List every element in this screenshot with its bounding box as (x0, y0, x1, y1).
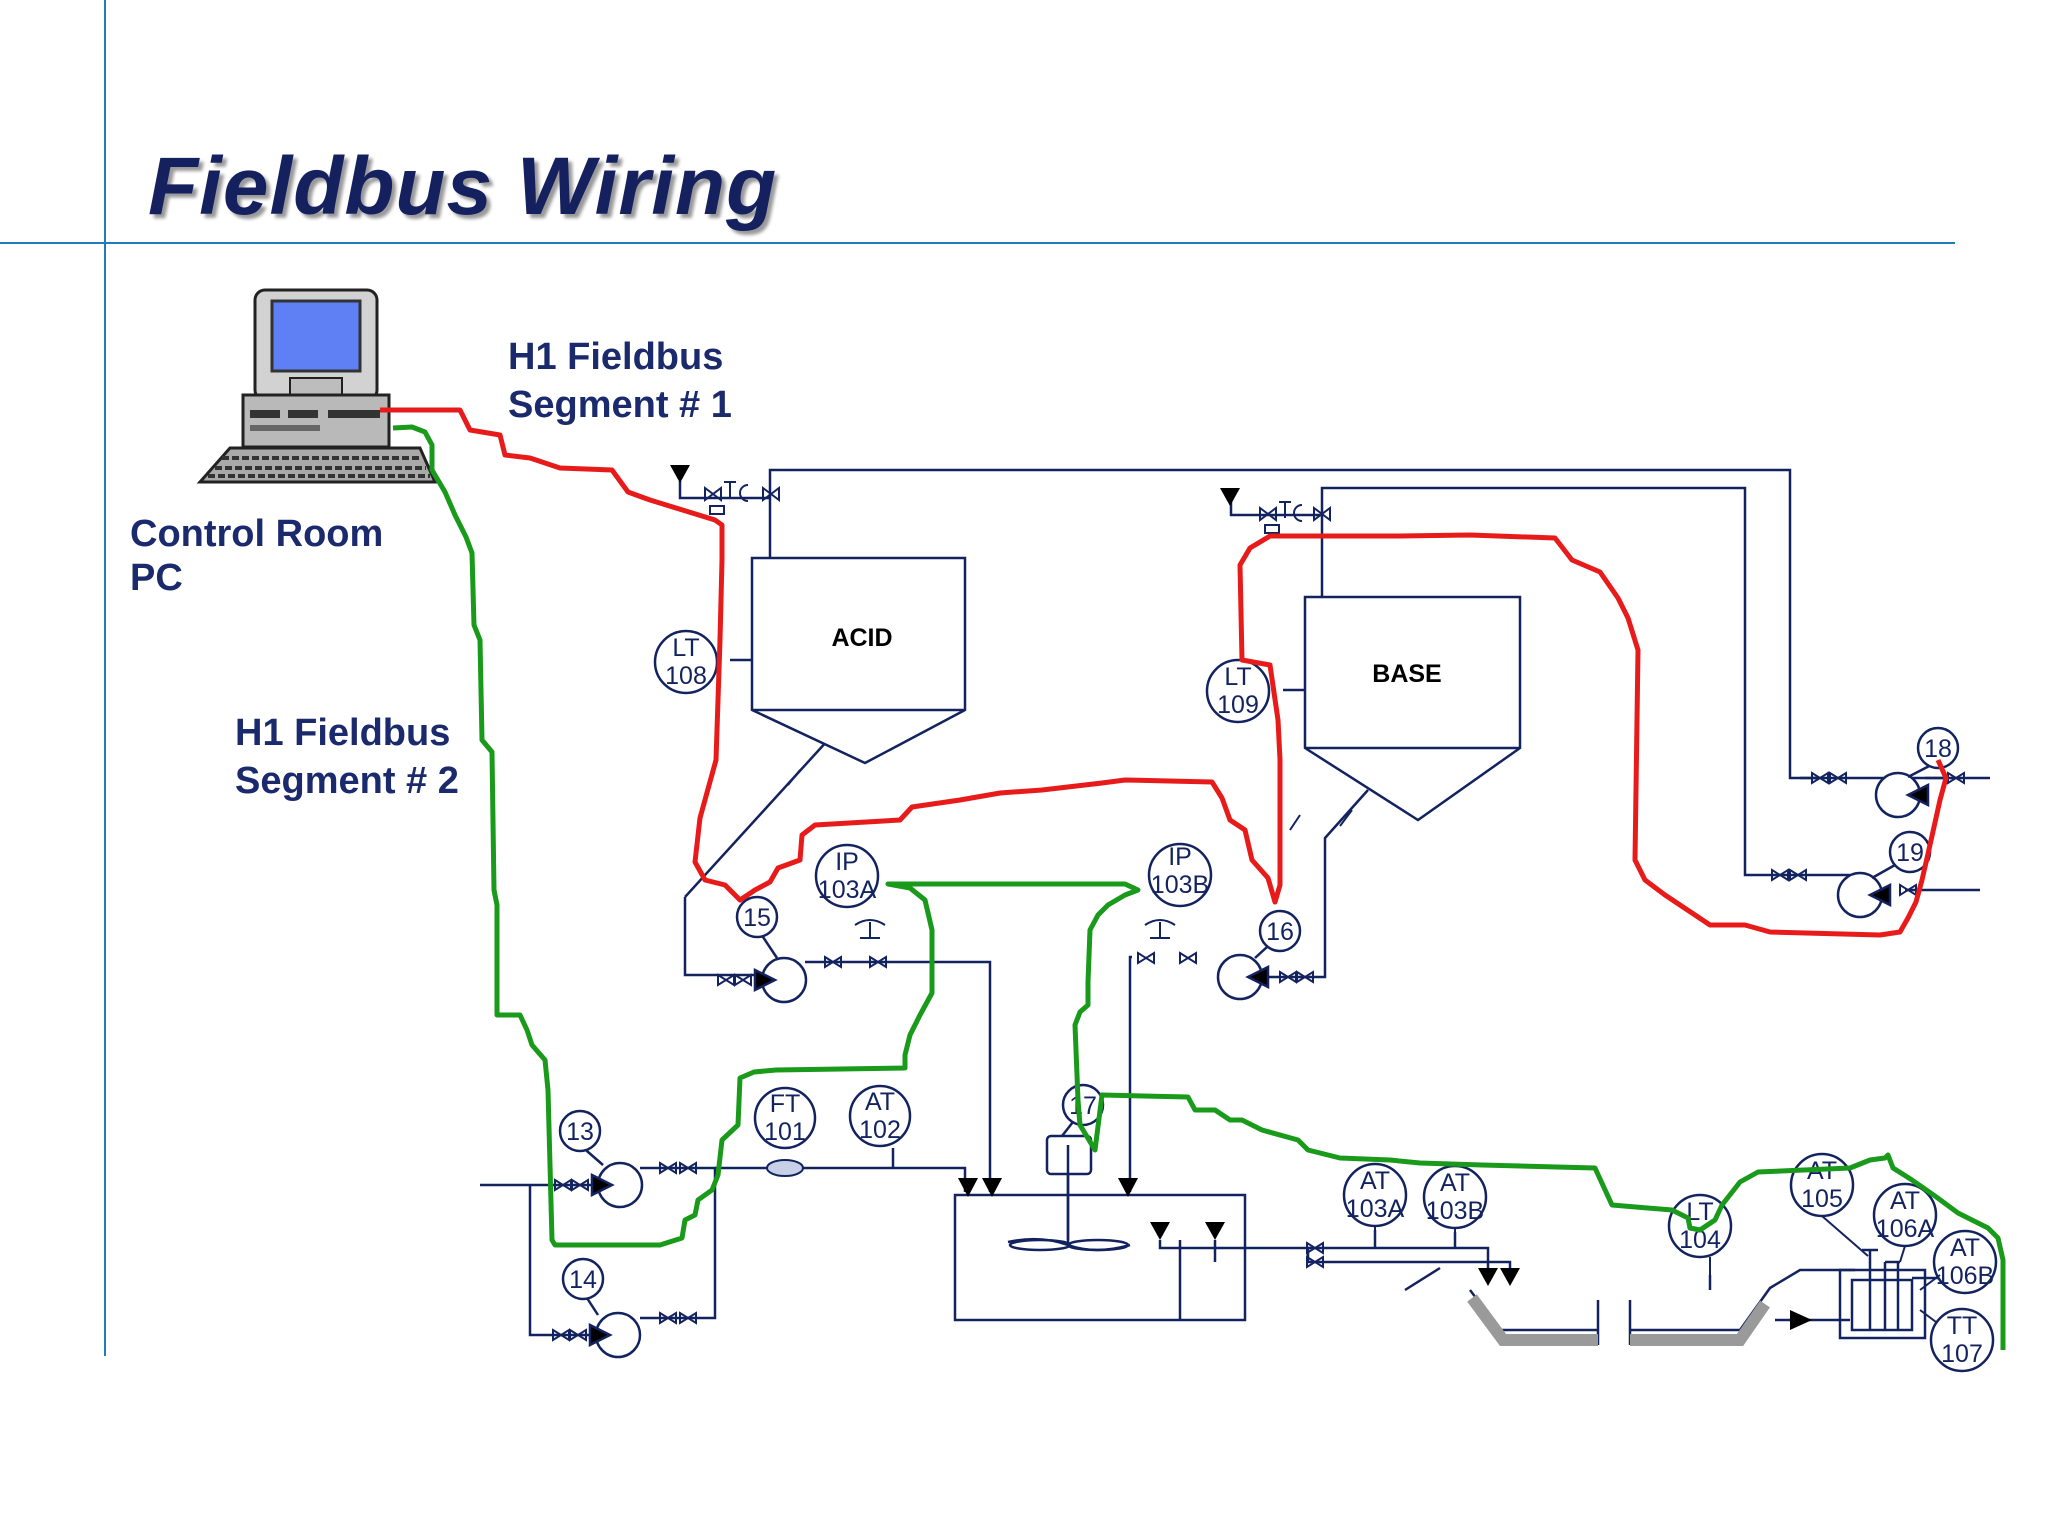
instrument-labels: LT 108 LT 109 IP 103A IP 103B FT 101 AT … (566, 634, 1994, 1368)
segment-1-label: H1 Fieldbus Segment # 1 (508, 333, 732, 429)
at103a-num: 103A (1346, 1195, 1405, 1223)
lt108-tag: LT (672, 634, 699, 662)
at106b-tag: AT (1950, 1234, 1980, 1262)
pump-19 (1836, 871, 1892, 919)
control-room-label-line-1: Control Room (130, 513, 384, 555)
lt108-num: 108 (665, 662, 707, 690)
segment-1-wire (380, 407, 1949, 938)
at103b-num: 103B (1426, 1197, 1484, 1225)
agitator-icon (1007, 1134, 1131, 1252)
at102-num: 102 (859, 1116, 901, 1144)
lt109-num: 109 (1217, 691, 1259, 719)
base-tank-label: BASE (1372, 660, 1441, 688)
slide-title: Fieldbus Wiring (148, 141, 778, 232)
segment-1-label-line-2: Segment # 1 (508, 384, 732, 426)
pump-13 (590, 1161, 644, 1209)
segment-2-label: H1 Fieldbus Segment # 2 (235, 709, 459, 805)
segment-2-label-line-2: Segment # 2 (235, 760, 459, 802)
tt107-num: 107 (1941, 1340, 1983, 1368)
flow-arrows (670, 465, 1812, 1330)
control-room-label-line-2: PC (130, 557, 183, 599)
piping (480, 468, 1990, 1345)
pump-tags (579, 761, 1936, 1316)
guide-lines (0, 0, 1955, 1356)
pumps (588, 771, 1930, 1359)
ft101-num: 101 (764, 1118, 806, 1146)
pump-14-tag: 14 (569, 1266, 597, 1294)
segment-1-label-line-1: H1 Fieldbus (508, 336, 724, 378)
ip103a-tag: IP (835, 848, 859, 876)
pump-16-tag: 16 (1266, 918, 1294, 946)
at103a-tag: AT (1360, 1167, 1390, 1195)
at106a-tag: AT (1890, 1187, 1920, 1215)
at103b-tag: AT (1440, 1169, 1470, 1197)
control-valve-icons (709, 481, 1303, 939)
trough (1467, 1294, 1770, 1346)
pump-16 (1216, 953, 1270, 1001)
agitator-17-tag: 17 (1069, 1092, 1097, 1120)
instrument-stems (892, 1148, 1941, 1323)
at105-num: 105 (1801, 1185, 1843, 1213)
acid-tank-label: ACID (831, 624, 892, 652)
pump-18 (1874, 771, 1930, 819)
ft101-tag: FT (770, 1090, 801, 1118)
base-tank (1303, 595, 1522, 822)
ip103a-num: 103A (818, 876, 877, 904)
pump-15-tag: 15 (743, 904, 771, 932)
at106b-num: 106B (1936, 1262, 1994, 1290)
pump-13-tag: 13 (566, 1118, 594, 1146)
at102-tag: AT (865, 1088, 895, 1116)
acid-tank (750, 556, 967, 765)
pump-19-tag: 19 (1896, 839, 1924, 867)
tt107-tag: TT (1947, 1312, 1978, 1340)
ip103b-tag: IP (1168, 843, 1192, 871)
control-room-label: Control Room PC (130, 512, 383, 600)
computer-icon (196, 288, 438, 484)
segment-2-label-line-1: H1 Fieldbus (235, 712, 451, 754)
instrument-bubbles (558, 629, 1998, 1373)
ip103b-num: 103B (1151, 871, 1209, 899)
pump-18-tag: 18 (1924, 735, 1952, 763)
pump-14 (588, 1311, 642, 1359)
lt109-tag: LT (1224, 663, 1251, 691)
flow-element-icon (766, 1159, 804, 1177)
at106a-num: 106A (1876, 1215, 1935, 1243)
pump-15 (753, 956, 808, 1004)
segment-2-wire (392, 424, 2006, 1350)
